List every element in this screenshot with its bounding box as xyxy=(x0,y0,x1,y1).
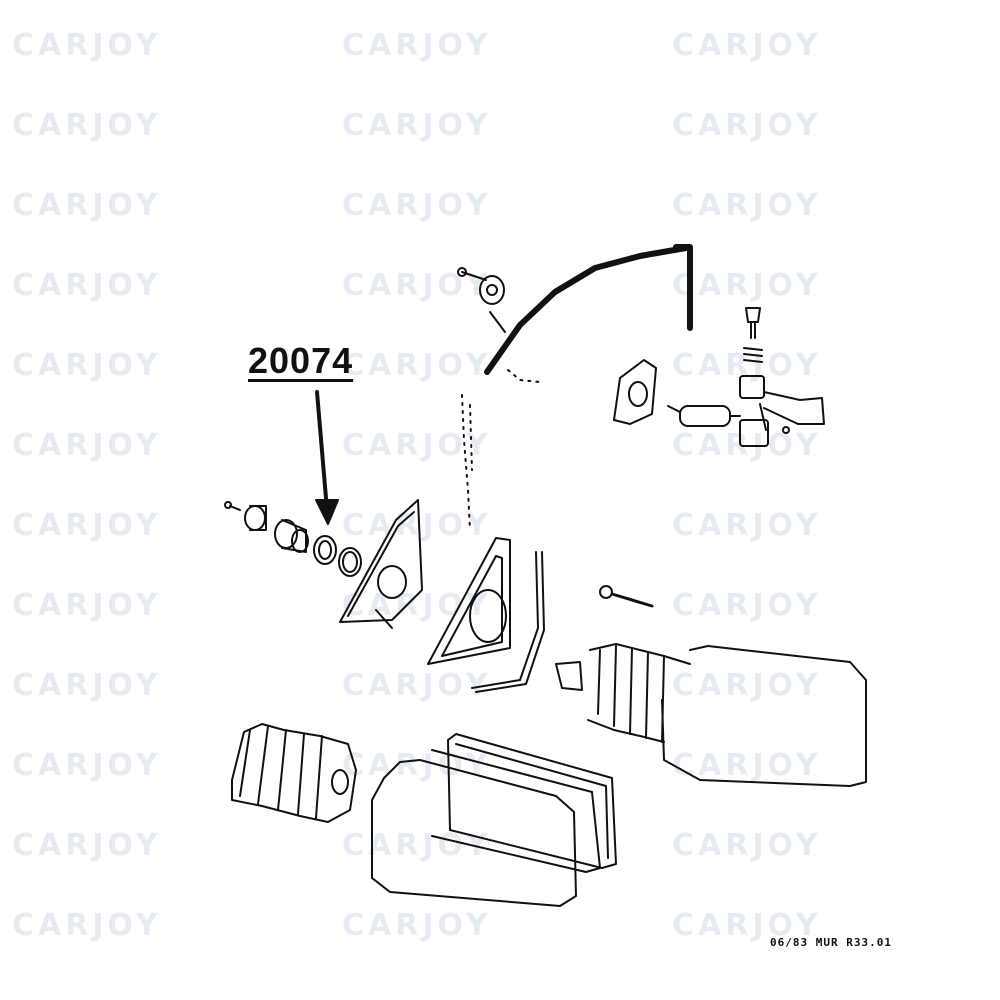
adjuster-screw xyxy=(745,307,761,339)
part-number-callout: 20074 xyxy=(248,340,354,381)
door-corner-plate xyxy=(427,537,511,665)
triangular-mount-bracket xyxy=(339,499,423,629)
callout-arrow xyxy=(315,390,339,525)
mirror-glass-backplate xyxy=(447,733,617,869)
bezel-plate xyxy=(613,359,657,425)
knob-bushing xyxy=(274,519,309,553)
adjuster-rod xyxy=(667,405,790,447)
adjuster-housing xyxy=(739,375,825,431)
retaining-ring-20074 xyxy=(313,535,337,565)
mirror-boot-left xyxy=(231,723,357,823)
mirror-housing-right xyxy=(555,643,867,787)
gasket-strip xyxy=(471,551,545,693)
knob-cap xyxy=(244,505,267,531)
mirror-glass-middle xyxy=(431,749,601,873)
reference-code: 06/83 MUR R33.01 xyxy=(770,936,892,949)
mirror-glass-front xyxy=(371,759,577,907)
mounting-stud xyxy=(599,585,654,608)
door-outline-dotted xyxy=(461,369,541,531)
o-ring xyxy=(338,547,362,577)
clip-top xyxy=(457,267,505,305)
screw-small xyxy=(224,501,241,511)
adjuster-spring xyxy=(743,347,763,363)
window-seal-strip xyxy=(484,244,693,375)
